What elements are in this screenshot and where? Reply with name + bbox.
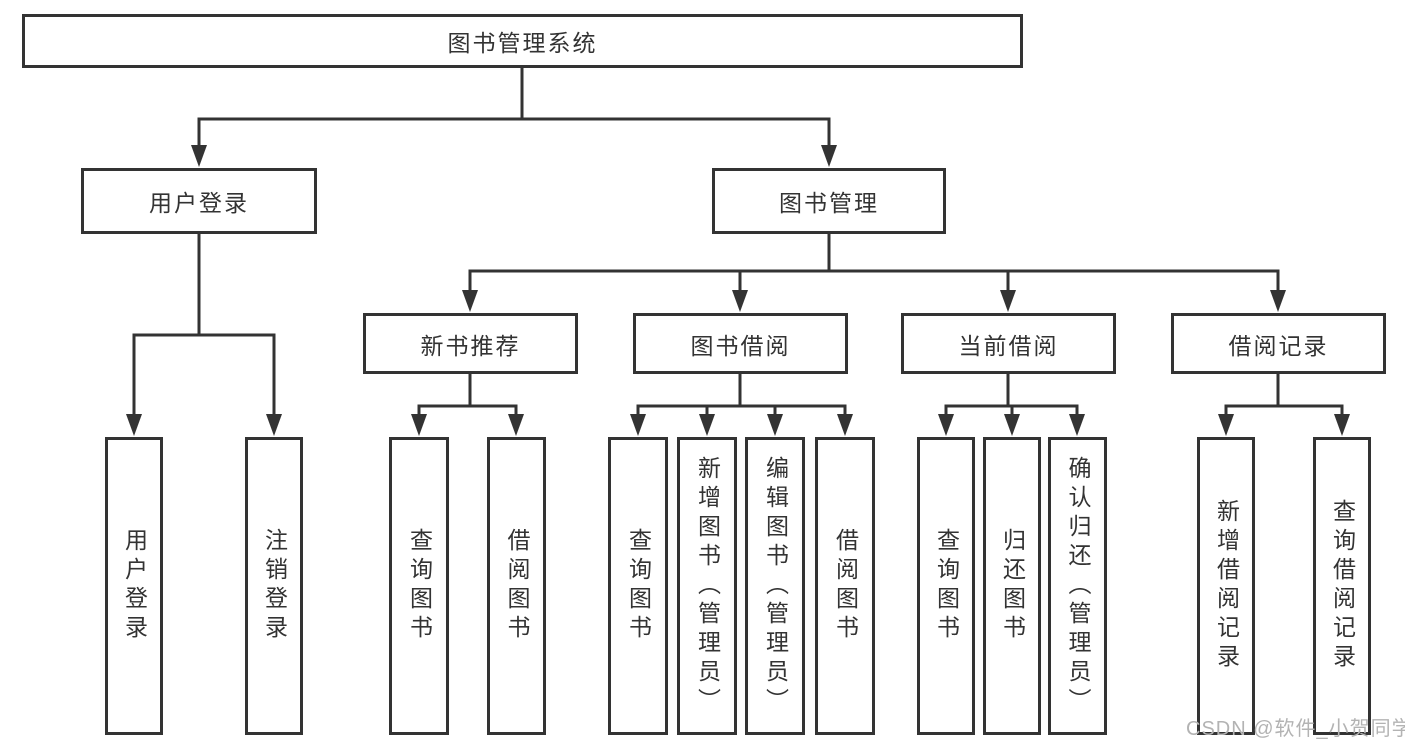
node-new-book-recommendation: 新书推荐 <box>363 313 578 374</box>
arrow-down-icon <box>767 414 783 436</box>
arrow-down-icon <box>1000 290 1016 312</box>
node-book-borrowing: 图书借阅 <box>633 313 848 374</box>
leaf-add-borrow-record: 新增借阅记录 <box>1197 437 1255 735</box>
arrow-down-icon <box>699 414 715 436</box>
leaf-user-login: 用户登录 <box>105 437 163 735</box>
arrow-down-icon <box>1004 414 1020 436</box>
leaf-edit-book-admin: 编辑图书（管理员） <box>745 437 805 735</box>
node-user-login: 用户登录 <box>81 168 317 234</box>
arrow-down-icon <box>191 145 207 167</box>
leaf-query-borrow-record: 查询借阅记录 <box>1313 437 1371 735</box>
node-book-management: 图书管理 <box>712 168 946 234</box>
arrow-down-icon <box>1334 414 1350 436</box>
arrow-down-icon <box>508 414 524 436</box>
arrow-down-icon <box>630 414 646 436</box>
arrow-down-icon <box>837 414 853 436</box>
arrow-down-icon <box>1218 414 1234 436</box>
leaf-query-books-recommend: 查询图书 <box>389 437 449 735</box>
leaf-query-books-current: 查询图书 <box>917 437 975 735</box>
node-current-borrowing: 当前借阅 <box>901 313 1116 374</box>
arrow-down-icon <box>732 290 748 312</box>
node-borrowing-records: 借阅记录 <box>1171 313 1386 374</box>
leaf-logout: 注销登录 <box>245 437 303 735</box>
arrow-down-icon <box>126 414 142 436</box>
leaf-add-book-admin: 新增图书（管理员） <box>677 437 737 735</box>
arrow-down-icon <box>411 414 427 436</box>
leaf-borrow-books-recommend: 借阅图书 <box>487 437 546 735</box>
arrow-down-icon <box>938 414 954 436</box>
leaf-borrow-books-borrowing: 借阅图书 <box>815 437 875 735</box>
arrow-down-icon <box>1270 290 1286 312</box>
leaf-query-books-borrowing: 查询图书 <box>608 437 668 735</box>
arrow-down-icon <box>462 290 478 312</box>
csdn-watermark: CSDN @软件_小贺同学 <box>1186 718 1405 740</box>
arrow-down-icon <box>821 145 837 167</box>
leaf-return-books: 归还图书 <box>983 437 1041 735</box>
leaf-confirm-return-admin: 确认归还（管理员） <box>1048 437 1107 735</box>
arrow-down-icon <box>1069 414 1085 436</box>
node-book-management-system: 图书管理系统 <box>22 14 1023 68</box>
arrow-down-icon <box>266 414 282 436</box>
